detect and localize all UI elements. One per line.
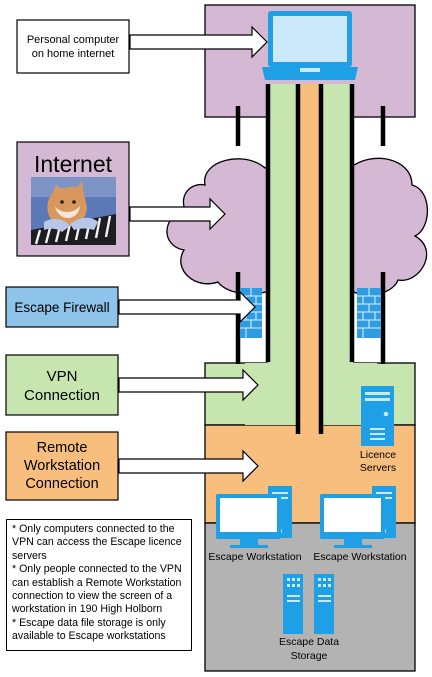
notes-box: * Only computers connected to the VPN ca…: [6, 519, 192, 651]
remote-label-line3: Connection: [25, 476, 98, 492]
arrow-internet: [129, 197, 226, 231]
vpn-tunnel-walls: [265, 84, 355, 362]
workstation-left-label: Escape Workstation: [208, 551, 301, 563]
arrow-vpn: [118, 368, 259, 402]
personal-computer-label-line1: Personal computer: [27, 34, 120, 46]
vpn-connection-label-box: [5, 354, 119, 416]
licence-servers-label-line1: Licence: [360, 449, 396, 461]
personal-computer-label-box: [16, 19, 130, 74]
desktop-icon: [320, 486, 396, 548]
remote-label-line1: Remote: [37, 440, 88, 456]
workstation-right-label: Escape Workstation: [313, 551, 406, 563]
data-storage-label-line1: Escape Data: [279, 636, 339, 648]
personal-computer-label-line2: on home internet: [32, 48, 115, 60]
licence-servers-label-line2: Servers: [360, 462, 396, 474]
vpn-label-line1: VPN: [47, 368, 78, 385]
remote-tunnel-walls: [295, 84, 324, 434]
escape-firewall-label-box: [5, 286, 119, 328]
arrow-personal-computer: [129, 25, 268, 59]
storage-rack-icon: [283, 574, 334, 634]
server-icon: [361, 386, 394, 446]
remote-label-line2: Workstation: [24, 458, 100, 474]
arrows: [118, 25, 268, 483]
arrow-firewall: [118, 290, 256, 324]
laptop-icon: [262, 11, 358, 80]
desktop-icon: [216, 486, 292, 548]
vpn-label-line2: Connection: [24, 387, 100, 404]
cat-keyboard-photo: [31, 177, 116, 245]
note-remote-workstation: * Only people connected to the VPN can e…: [12, 563, 182, 616]
firewall-walls: [235, 106, 386, 364]
escape-firewall-label: Escape Firewall: [14, 300, 109, 315]
note-data-storage: * Escape data file storage is only avail…: [12, 616, 166, 643]
remote-tunnel: [300, 84, 320, 429]
note-vpn-licence: * Only computers connected to the VPN ca…: [12, 523, 182, 562]
data-storage-label-line2: Storage: [291, 650, 328, 662]
firewall-brick-icon: [357, 288, 381, 338]
internet-label: Internet: [34, 151, 113, 177]
arrow-remote: [118, 449, 259, 483]
remote-workstation-label-box: [5, 431, 119, 501]
